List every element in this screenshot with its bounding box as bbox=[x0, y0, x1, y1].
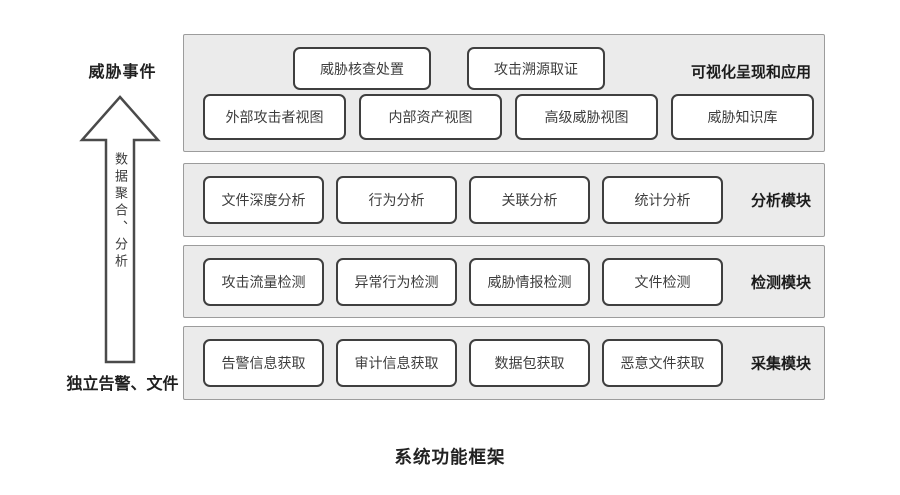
data-aggregation-arrow-label: 数据聚合、分析 bbox=[113, 152, 128, 271]
layer-label-collection: 采集模块 bbox=[750, 355, 811, 373]
layer-label-analysis: 分析模块 bbox=[750, 192, 811, 210]
diagram-caption: 系统功能框架 bbox=[394, 447, 506, 467]
box-attack-traceback-forensics: 攻击溯源取证 bbox=[467, 47, 605, 90]
up-arrow-icon bbox=[79, 95, 161, 364]
box-advanced-threat-view: 高级威胁视图 bbox=[515, 94, 658, 140]
box-packet-collection: 数据包获取 bbox=[469, 339, 590, 387]
independent-alert-file-label: 独立告警、文件 bbox=[66, 376, 179, 393]
analysis-row: 文件深度分析 行为分析 关联分析 统计分析 bbox=[203, 176, 723, 224]
detection-row: 攻击流量检测 异常行为检测 威胁情报检测 文件检测 bbox=[203, 257, 723, 306]
visualization-row-1: 威胁核查处置 攻击溯源取证 bbox=[293, 47, 605, 90]
box-external-attacker-view: 外部攻击者视图 bbox=[203, 94, 346, 140]
box-attack-traffic-detection: 攻击流量检测 bbox=[203, 257, 324, 306]
layer-visualization: 威胁核查处置 攻击溯源取证 可视化呈现和应用 外部攻击者视图 内部资产视图 高级… bbox=[183, 34, 825, 152]
box-behavior-analysis: 行为分析 bbox=[336, 176, 457, 224]
layer-label-detection: 检测模块 bbox=[750, 274, 811, 291]
box-internal-asset-view: 内部资产视图 bbox=[359, 94, 502, 140]
box-file-detection: 文件检测 bbox=[602, 257, 723, 306]
box-correlation-analysis: 关联分析 bbox=[469, 176, 590, 224]
box-audit-info-collection: 审计信息获取 bbox=[336, 339, 457, 387]
box-malicious-file-collection: 恶意文件获取 bbox=[602, 339, 723, 387]
box-threat-intel-detection: 威胁情报检测 bbox=[469, 257, 590, 306]
box-threat-knowledge-base: 威胁知识库 bbox=[671, 94, 814, 140]
box-alert-info-collection: 告警信息获取 bbox=[203, 339, 324, 387]
threat-event-label: 威胁事件 bbox=[88, 64, 157, 81]
layer-collection: 告警信息获取 审计信息获取 数据包获取 恶意文件获取 采集模块 bbox=[183, 326, 825, 400]
box-statistical-analysis: 统计分析 bbox=[602, 176, 723, 224]
layer-detection: 攻击流量检测 异常行为检测 威胁情报检测 文件检测 检测模块 bbox=[183, 245, 825, 318]
layer-label-visualization: 可视化呈现和应用 bbox=[690, 64, 811, 81]
box-threat-investigation-disposal: 威胁核查处置 bbox=[293, 47, 431, 90]
box-abnormal-behavior-detection: 异常行为检测 bbox=[336, 257, 457, 306]
box-file-deep-analysis: 文件深度分析 bbox=[203, 176, 324, 224]
collection-row: 告警信息获取 审计信息获取 数据包获取 恶意文件获取 bbox=[203, 339, 723, 387]
layer-analysis: 文件深度分析 行为分析 关联分析 统计分析 分析模块 bbox=[183, 163, 825, 237]
visualization-row-2: 外部攻击者视图 内部资产视图 高级威胁视图 威胁知识库 bbox=[203, 94, 814, 140]
